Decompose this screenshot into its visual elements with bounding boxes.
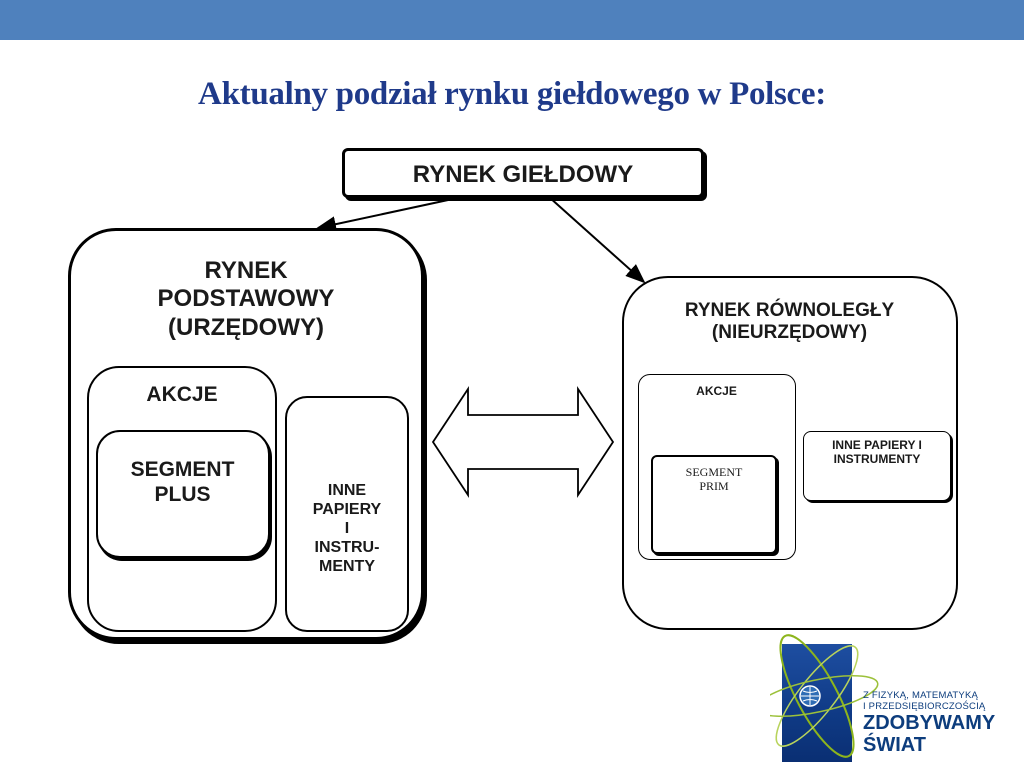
logo-name-line-2: ŚWIAT [863,734,926,756]
root-label: RYNEK GIEŁDOWY [412,161,634,188]
left-other-label: INNE PAPIERY I INSTRU- MENTY [287,482,407,576]
left-market-title-line-3: (URZĘDOWY) [168,313,324,341]
right-segment-box: SEGMENT PRIM [651,455,777,554]
left-other-line-4: INSTRU- [314,538,380,556]
right-segment-label: SEGMENT PRIM [653,465,775,493]
right-other-line-1: INNE PAPIERY I [832,438,922,452]
logo-tagline-line-2: I PRZEDSIĘBIORCZOŚCIĄ [863,701,986,712]
slide-title: Aktualny podział rynku giełdowego w Pols… [198,76,826,112]
left-other-box: INNE PAPIERY I INSTRU- MENTY [285,396,409,632]
right-other-box: INNE PAPIERY I INSTRUMENTY [803,431,951,501]
logo-tagline-line-1: Z FIZYKĄ, MATEMATYKĄ [863,690,979,701]
right-segment-line-1: SEGMENT [685,465,743,479]
double-headed-arrow [431,386,615,498]
logo: Z FIZYKĄ, MATEMATYKĄ I PRZEDSIĘBIORCZOŚC… [770,624,1024,768]
left-segment-line-2: PLUS [154,482,211,506]
left-market-title-line-2: PODSTAWOWY [157,285,335,313]
arrow-to-right-market [548,196,646,284]
right-other-line-2: INSTRUMENTY [833,452,921,467]
logo-name-line-1: ZDOBYWAMY [863,712,996,734]
left-shares-label: AKCJE [146,383,218,406]
atom-icon [770,634,879,758]
right-segment-line-2: PRIM [699,479,729,494]
left-other-line-3: I [344,519,350,537]
root-box: RYNEK GIEŁDOWY [342,148,704,198]
left-segment-label: SEGMENT PLUS [98,458,267,508]
right-market-title-line-2: (NIEURZĘDOWY) [711,322,868,344]
right-market-title: RYNEK RÓWNOLEGŁY (NIEURZĘDOWY) [624,300,955,345]
right-other-label: INNE PAPIERY I INSTRUMENTY [804,438,950,466]
left-segment-box: SEGMENT PLUS [96,430,270,558]
right-market-title-line-1: RYNEK RÓWNOLEGŁY [684,300,895,321]
left-other-line-2: PAPIERY [312,500,382,518]
arrow-to-left-market [316,196,463,233]
left-market-title-line-1: RYNEK [204,257,288,284]
left-market-title: RYNEK PODSTAWOWY (URZĘDOWY) [71,257,421,342]
left-other-line-1: INNE [327,482,367,499]
top-bar [0,0,1024,40]
right-shares-label: AKCJE [696,384,737,398]
left-other-line-5: MENTY [319,557,375,575]
left-segment-line-1: SEGMENT [130,458,235,481]
